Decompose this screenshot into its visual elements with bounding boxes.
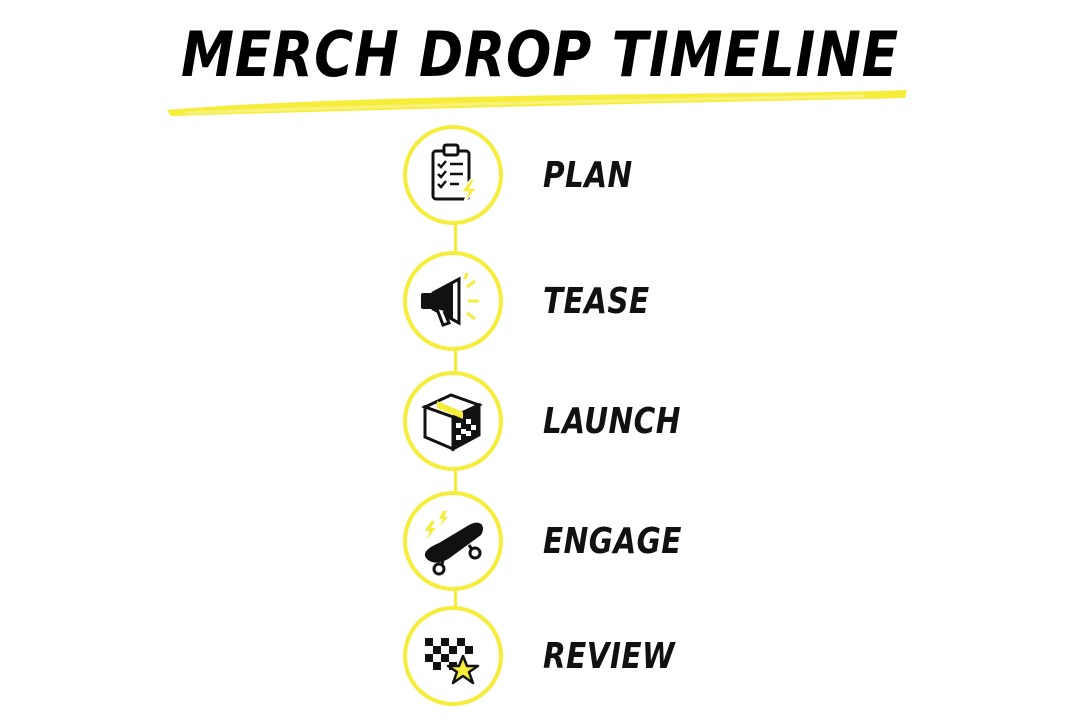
step-icon-circle: [403, 371, 503, 471]
step-icon-circle: [403, 606, 503, 706]
step-icon-circle: [403, 491, 503, 591]
timeline-step-review: REVIEW: [400, 603, 760, 713]
timeline-step-launch: LAUNCH: [400, 368, 760, 478]
timeline-step-engage: ENGAGE: [400, 488, 760, 598]
title-block: MERCH DROP TIMELINE: [0, 12, 1080, 122]
step-icon-circle: [403, 125, 503, 225]
step-icon-circle: [403, 251, 503, 351]
step-label-review: REVIEW: [543, 636, 675, 677]
step-label-tease: TEASE: [543, 281, 650, 322]
clipboard-checklist-lightning-icon: [431, 143, 479, 205]
timeline-step-tease: TEASE: [400, 248, 760, 358]
skateboard-lightning-icon: [424, 511, 484, 576]
step-label-engage: ENGAGE: [543, 521, 682, 562]
step-label-plan: PLAN: [543, 155, 633, 196]
timeline-step-plan: PLAN: [400, 122, 760, 232]
page-title: MERCH DROP TIMELINE: [180, 18, 900, 91]
box-checkered-icon: [421, 393, 483, 452]
step-label-launch: LAUNCH: [543, 401, 681, 442]
checkered-flag-star-icon: [425, 638, 480, 685]
highlight-brush-stroke: [167, 90, 907, 116]
megaphone-icon: [421, 272, 479, 327]
